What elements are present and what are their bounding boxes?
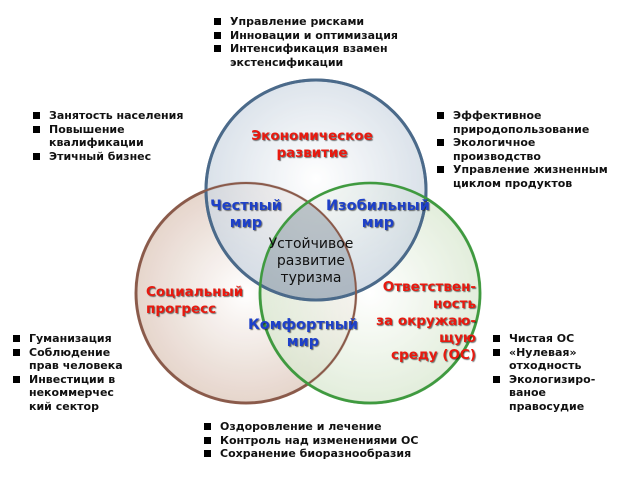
comfortable-world-text: Комфортный мир: [247, 317, 359, 350]
list-item: Инвестиции в некоммерчес кий сектор: [12, 373, 123, 414]
abundant-world-text: Изобильный мир: [326, 198, 430, 231]
list-item: Экологичное производство: [436, 136, 608, 163]
bottom-list: Оздоровление и лечение Контроль над изме…: [203, 420, 418, 461]
center-overlap-region: [260, 183, 356, 300]
list-item: Занятость населения: [32, 109, 183, 123]
list-item: Сохранение биоразнообразия: [203, 447, 418, 461]
list-item: Соблюдение прав человека: [12, 346, 123, 373]
list-item: Экологизиро- ваное правосудие: [492, 373, 595, 414]
list-item: «Нулевая» отходность: [492, 346, 595, 373]
list-item: Управление жизненным циклом продуктов: [436, 163, 608, 190]
list-item: Управление рисками: [213, 15, 398, 29]
list-item: Этичный бизнес: [32, 150, 183, 164]
center-label-text: Устойчивое развитие туризма: [268, 236, 354, 286]
abundant-world-label: Изобильный мир: [316, 198, 440, 232]
lower-left-list: Гуманизация Соблюдение прав человека Инв…: [12, 332, 123, 413]
lower-right-list: Чистая ОС «Нулевая» отходность Экологизи…: [492, 332, 595, 413]
comfortable-world-label: Комфортный мир: [238, 317, 368, 351]
economic-label-text: Экономическое развитие: [251, 128, 373, 161]
list-item: Инновации и оптимизация: [213, 29, 398, 43]
top-list: Управление рисками Инновации и оптимизац…: [213, 15, 398, 69]
honest-world-text: Честный мир: [210, 198, 282, 231]
center-label: Устойчивое развитие туризма: [256, 236, 366, 287]
honest-world-label: Честный мир: [196, 198, 296, 232]
social-circle-label: Социальный прогресс: [146, 284, 256, 318]
list-item: Чистая ОС: [492, 332, 595, 346]
economic-circle-label: Экономическое развитие: [232, 128, 392, 162]
list-item: Оздоровление и лечение: [203, 420, 418, 434]
ecology-circle-outline: [258, 181, 482, 405]
list-item: Повышение квалификации: [32, 123, 183, 150]
ecology-circle-label: Ответствен- ность за окружаю- щую среду …: [356, 279, 476, 364]
list-item: Интенсификация взамен экстенсификации: [213, 42, 398, 69]
social-label-text: Социальный прогресс: [146, 284, 244, 317]
list-item: Гуманизация: [12, 332, 123, 346]
upper-left-list: Занятость населения Повышение квалификац…: [32, 109, 183, 163]
social-circle-outline: [135, 182, 357, 404]
upper-right-list: Эффективное природопользование Экологичн…: [436, 109, 608, 190]
list-item: Контроль над изменениями ОС: [203, 434, 418, 448]
ecology-label-text: Ответствен- ность за окружаю- щую среду …: [376, 279, 476, 363]
list-item: Эффективное природопользование: [436, 109, 608, 136]
